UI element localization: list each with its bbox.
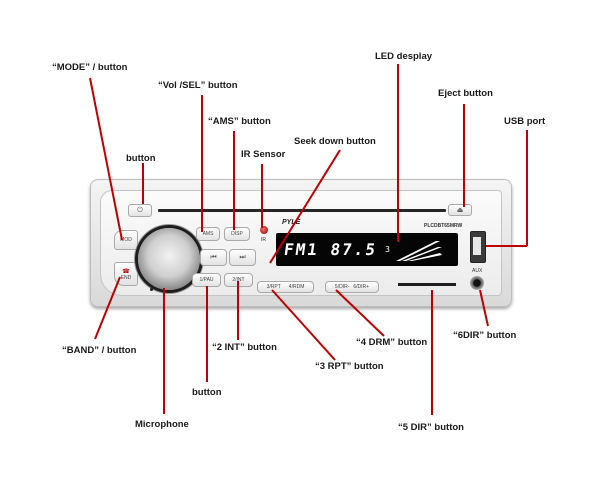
microphone-hole <box>150 288 153 291</box>
label-band: “BAND” / button <box>62 345 137 356</box>
label-ir-sensor: IR Sensor <box>241 149 286 160</box>
power-button[interactable]: ⏻ <box>128 204 152 217</box>
rdm-button-label: 4/RDM <box>288 284 305 290</box>
label-seek-down: Seek down button <box>294 136 376 147</box>
sd-card-slot <box>398 283 456 286</box>
ams-button-label: AMS <box>202 231 214 237</box>
label-ams: “AMS” button <box>208 116 271 127</box>
model-number: PLCDBT65MRW <box>424 223 463 229</box>
label-drm: “4 DRM” button <box>356 337 428 348</box>
int-button[interactable]: 2/INT <box>224 273 253 287</box>
label-microphone: Microphone <box>135 419 189 430</box>
pause-button[interactable]: 1/PAU <box>192 273 221 287</box>
disp-button-label: DISP <box>231 231 243 237</box>
display-preset: 3 <box>385 245 390 254</box>
cd-slot <box>158 209 446 212</box>
label-6dir: “6DIR” button <box>453 330 517 341</box>
label-led-display: LED desplay <box>375 51 433 62</box>
ir-sensor-label: IR <box>261 237 266 243</box>
mode-button[interactable]: MOD <box>114 230 138 250</box>
eject-icon: ⏏ <box>456 207 464 214</box>
eject-button[interactable]: ⏏ <box>448 204 472 216</box>
power-icon: ⏻ <box>137 206 143 214</box>
brand-logo: PYLE <box>282 219 301 226</box>
label-power: button <box>126 153 156 164</box>
signal-bars-icon <box>395 240 442 261</box>
rpt-button-label: 3/RPT <box>266 284 281 290</box>
ir-sensor <box>260 226 268 234</box>
label-mode: “MODE” / button <box>52 62 128 73</box>
label-5dir: “5 DIR” button <box>398 422 464 433</box>
int-button-label: 2/INT <box>232 277 245 283</box>
dir-plus-label: 6/DIR+ <box>353 284 370 290</box>
dir-buttons[interactable]: 5/DIR- 6/DIR+ <box>325 281 379 293</box>
skip-forward-icon: ⏭ <box>239 253 246 261</box>
seek-up-button[interactable]: ⏭ <box>229 249 256 266</box>
label-int: “2 INT” button <box>212 342 277 353</box>
pause-button-label: 1/PAU <box>199 277 214 283</box>
display-frequency: FM1 87.5 <box>282 240 379 259</box>
aux-jack[interactable] <box>470 276 484 290</box>
aux-label: AUX <box>472 268 483 274</box>
band-end-button[interactable]: ☎ END <box>114 262 138 286</box>
usb-port-contacts <box>473 237 481 255</box>
ams-button[interactable]: AMS <box>196 227 220 241</box>
rpt-rdm-button[interactable]: 3/RPT 4/RDM <box>257 281 314 293</box>
band-end-button-label: END <box>120 274 132 281</box>
label-vol-sel: “Vol /SEL” button <box>158 80 238 91</box>
label-pause: button <box>192 387 222 398</box>
mode-button-label: MOD <box>120 237 132 243</box>
volume-select-knob[interactable] <box>138 228 200 290</box>
dir-minus-label: 5/DIR- <box>334 284 350 290</box>
seek-down-button[interactable]: ⏮ <box>200 249 227 266</box>
label-eject: Eject button <box>438 88 493 99</box>
label-rpt: “3 RPT” button <box>315 361 384 372</box>
phone-hangup-icon: ☎ <box>122 268 130 275</box>
skip-back-icon: ⏮ <box>210 253 217 261</box>
label-usb-port: USB port <box>504 116 546 127</box>
led-display: FM1 87.5 3 <box>276 233 458 266</box>
disp-button[interactable]: DISP <box>224 227 250 241</box>
